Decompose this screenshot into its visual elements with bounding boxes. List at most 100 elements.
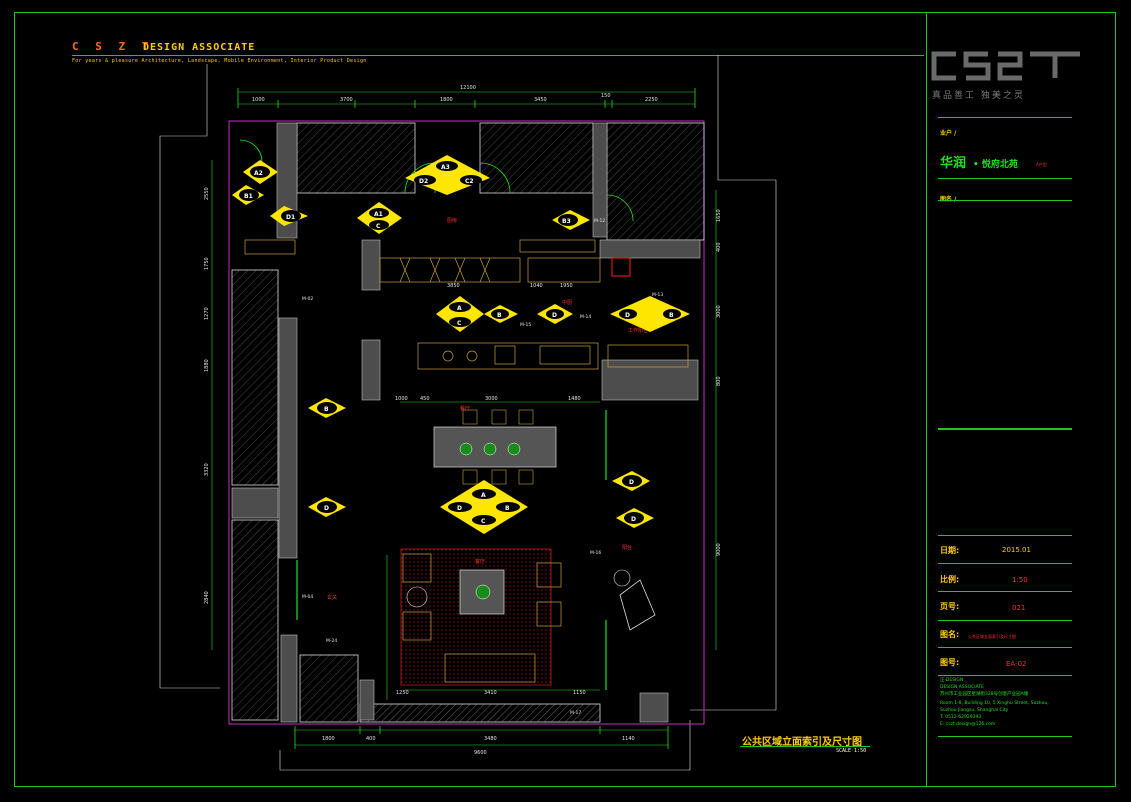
svg-text:C2: C2 — [465, 178, 474, 185]
sheet-name-value: 公共区域立面索引及尺寸图 — [968, 634, 1016, 639]
tb-rule — [938, 200, 1072, 201]
marker-b3: B3 — [552, 210, 590, 230]
project-name: 华润 — [940, 156, 967, 171]
svg-text:A1: A1 — [374, 211, 383, 218]
svg-text:M-15: M-15 — [520, 322, 531, 328]
email: E: cszt.design@126.com — [940, 722, 996, 727]
svg-text:B1: B1 — [244, 193, 253, 200]
sheet-number-value: EA-02 — [1006, 660, 1027, 668]
svg-text:M-17: M-17 — [570, 710, 581, 716]
dim-interior: 1950 — [560, 283, 573, 289]
logo-subtitle: 真品善工 独美之灵 — [932, 91, 1025, 101]
svg-text:C: C — [376, 223, 381, 230]
marker-middle-kitchen: D — [537, 304, 573, 324]
svg-text:M-14: M-14 — [580, 314, 591, 320]
svg-text:D: D — [629, 479, 634, 486]
marker-foyer-d: D — [308, 497, 346, 517]
svg-text:A: A — [457, 305, 462, 312]
svg-text:9000: 9000 — [716, 543, 722, 556]
svg-text:C: C — [481, 518, 486, 525]
dimension-texts: 12100 1000 3700 1800 3450 150 2250 1800 … — [252, 85, 658, 756]
dim-interior: 1150 — [573, 690, 586, 696]
sheet-border — [14, 12, 1116, 787]
header-rule — [72, 55, 924, 56]
svg-text:B3: B3 — [562, 218, 571, 225]
dim-interior: 3000 — [485, 396, 498, 402]
dim-top: 2250 — [645, 97, 658, 103]
svg-text:D: D — [552, 312, 557, 319]
project-unit: A户型 — [1036, 162, 1047, 167]
dim-bottom: 3480 — [484, 736, 497, 742]
room-label-kitchen: 厨房 — [447, 217, 457, 224]
dim-top: 3700 — [340, 97, 353, 103]
svg-text:D1: D1 — [286, 214, 295, 221]
dim-interior: 3850 — [447, 283, 460, 289]
tb-rule — [938, 591, 1072, 592]
marker-living-d: D — [616, 508, 654, 528]
dim-interior: 3410 — [484, 690, 497, 696]
svg-text:1880: 1880 — [204, 359, 210, 372]
dim-top: 3450 — [534, 97, 547, 103]
svg-text:B: B — [497, 312, 502, 319]
dim-bottom: 1800 — [322, 736, 335, 742]
address-line-1: 苏州市工业园区星湖街328号创意产业园A幢 — [940, 692, 1029, 697]
tb-rule — [938, 675, 1072, 676]
sheet-name-label: 图名: — [940, 630, 960, 639]
plan-title: 公共区域立面索引及尺寸图 — [742, 737, 862, 748]
svg-text:M-13: M-13 — [652, 292, 663, 298]
marker-a1-group: A1 C — [357, 202, 402, 234]
svg-text:800: 800 — [716, 376, 722, 386]
dimension-lines — [211, 91, 717, 746]
marker-balcony-d: D — [612, 471, 650, 491]
marker-dining-group: A D B C — [440, 480, 528, 534]
marker-corridor-b: B — [308, 398, 346, 418]
windows — [296, 410, 607, 690]
dim-total-top: 12100 — [460, 85, 476, 91]
svg-text:D: D — [457, 505, 462, 512]
tb-rule — [938, 535, 1072, 536]
plan-title-underline — [740, 746, 870, 747]
kitchen-counter — [244, 239, 689, 370]
svg-text:400: 400 — [716, 242, 722, 252]
dim-total-bottom: 9600 — [474, 750, 487, 756]
dim-interior: 450 — [420, 396, 430, 402]
svg-text:A3: A3 — [441, 164, 450, 171]
plan-boundary — [228, 120, 705, 725]
elevation-markers: A2 B1 A3 D2 C2 D1 A1 C — [232, 155, 690, 534]
room-label-living: 客厅 — [475, 558, 485, 565]
svg-text:1750: 1750 — [204, 257, 210, 270]
svg-text:D: D — [324, 505, 329, 512]
dim-bottom: 1140 — [622, 736, 635, 742]
svg-text:1650: 1650 — [716, 209, 722, 222]
room-label-middle-kitchen: 中厨 — [562, 299, 572, 306]
marker-kitchen-group: A C B — [436, 296, 518, 332]
project-subtitle: • 悦府北苑 — [973, 160, 1018, 170]
date-label: 日期: — [940, 546, 960, 555]
plan-scale: SCALE 1:50 — [836, 748, 867, 754]
room-label-foyer: 玄关 — [327, 594, 337, 601]
firm-tagline: For years & pleasure Architecture, Lands… — [72, 58, 367, 64]
firm-name-suffix: DESIGN ASSOCIATE — [143, 42, 256, 53]
svg-text:D: D — [625, 312, 630, 319]
room-label-balcony: 阳台 — [622, 544, 632, 551]
dim-interior: 1480 — [568, 396, 581, 402]
svg-text:A: A — [481, 492, 486, 499]
marker-work-balcony: D B — [610, 296, 690, 332]
client-label: 业户 / — [940, 130, 957, 137]
dimension-ticks — [237, 88, 696, 749]
tb-rule — [938, 563, 1072, 564]
dim-top: 1000 — [252, 97, 265, 103]
dim-bottom: 400 — [366, 736, 376, 742]
svg-text:1270: 1270 — [204, 307, 210, 320]
appliance — [611, 257, 631, 277]
address-line-3: Suzhou Jiangsu, Shanghai City — [940, 708, 1009, 713]
svg-text:3000: 3000 — [716, 305, 722, 318]
room-label-dining: 餐厅 — [460, 405, 470, 412]
page-label: 页号: — [940, 602, 960, 611]
svg-text:A2: A2 — [254, 170, 263, 177]
tb-rule — [938, 620, 1072, 621]
dim-interior: 1040 — [530, 283, 543, 289]
svg-text:C: C — [457, 320, 462, 327]
svg-text:D2: D2 — [419, 178, 428, 185]
room-label-work-balcony: 工作阳台 — [628, 327, 648, 334]
